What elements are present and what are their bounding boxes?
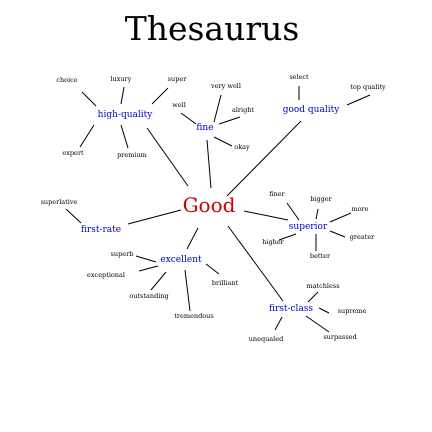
synonym-supreme: supreme (338, 307, 367, 315)
synonym-bigger: bigger (310, 195, 332, 203)
synonym-more: more (351, 205, 368, 213)
edge-superior-to-bigger (315, 208, 319, 220)
edge-good-quality-to-top-quality (346, 94, 371, 106)
edge-first-class-to-surpassed (305, 315, 330, 333)
synonym-exceptional: exceptional (87, 271, 125, 279)
synonym-premium: premium (117, 151, 147, 159)
edge-high-quality-to-premium (120, 124, 129, 149)
synonym-brilliant: brilliant (212, 279, 239, 287)
edges-layer (65, 86, 371, 333)
synonym-matchless: matchless (306, 282, 339, 290)
edge-excellent-to-exceptional (138, 265, 159, 272)
synonym-outstanding: outstanding (129, 292, 168, 300)
synonym-expert: expert (62, 149, 84, 157)
edge-hub-to-first-class (227, 225, 284, 302)
synonym-better: better (310, 252, 331, 260)
synonym-okay: okay (234, 143, 250, 151)
synonym-finer: finer (269, 190, 285, 198)
cluster-label-high-quality: high-quality (98, 110, 154, 120)
edge-high-quality-to-expert (79, 124, 95, 148)
edge-superior-to-more (329, 212, 352, 223)
cluster-label-good-quality: good quality (283, 105, 341, 115)
edge-fine-to-well (180, 112, 197, 125)
cluster-label-first-class: first-class (269, 304, 313, 314)
edge-superior-to-finer (286, 202, 300, 221)
edge-hub-to-high-quality (146, 127, 189, 187)
edge-excellent-to-superb (135, 255, 157, 263)
edge-hub-to-superior (243, 210, 289, 221)
edge-superior-to-higher (278, 233, 297, 241)
synonym-top-quality: top quality (350, 83, 386, 91)
cluster-label-excellent: excellent (160, 255, 202, 265)
edge-hub-to-fine (206, 139, 212, 189)
edge-hub-to-good-quality (226, 120, 302, 197)
synonym-tremendous: tremendous (174, 312, 213, 320)
edge-first-class-to-unequaled (274, 316, 283, 331)
edge-first-class-to-supreme (318, 307, 330, 314)
edge-fine-to-very-well (213, 94, 222, 123)
synonym-alright: alright (232, 106, 254, 114)
synonym-choice: choice (56, 76, 77, 84)
synonym-surpassed: surpassed (323, 333, 356, 341)
synonym-superb: superb (111, 250, 134, 258)
cluster-label-first-rate: first-rate (81, 225, 121, 235)
edge-fine-to-alright (218, 116, 241, 125)
synonym-select: select (289, 73, 309, 81)
labels-layer: Good high-quality choice luxury super expert p… (41, 73, 386, 343)
synonym-well: well (172, 101, 186, 109)
synonym-very-well: very well (210, 82, 241, 90)
edge-fine-to-okay (213, 136, 233, 147)
edge-excellent-to-tremendous (184, 269, 191, 312)
edge-first-rate-to-superlative (65, 208, 82, 224)
edge-high-quality-to-luxury (120, 86, 125, 105)
synonym-higher: higher (262, 238, 284, 246)
edge-first-class-to-matchless (307, 291, 319, 303)
cluster-label-fine: fine (196, 123, 213, 133)
synonym-super: super (168, 75, 188, 83)
synonym-superlative: superlative (41, 198, 78, 206)
synonym-greater: greater (350, 233, 375, 241)
edge-excellent-to-brilliant (205, 263, 220, 275)
edge-hub-to-excellent (186, 227, 199, 250)
hub-word-label: Good (183, 193, 236, 217)
diagram-title: Thesaurus (125, 9, 300, 48)
synonym-luxury: luxury (111, 75, 132, 83)
cluster-label-superior: superior (289, 222, 328, 232)
edge-high-quality-to-super (151, 87, 169, 105)
edge-excellent-to-outstanding (150, 271, 167, 291)
synonym-unequaled: unequaled (249, 335, 284, 343)
edge-high-quality-to-choice (81, 91, 97, 107)
edge-superior-to-greater (329, 230, 346, 238)
edge-hub-to-first-rate (127, 209, 182, 225)
